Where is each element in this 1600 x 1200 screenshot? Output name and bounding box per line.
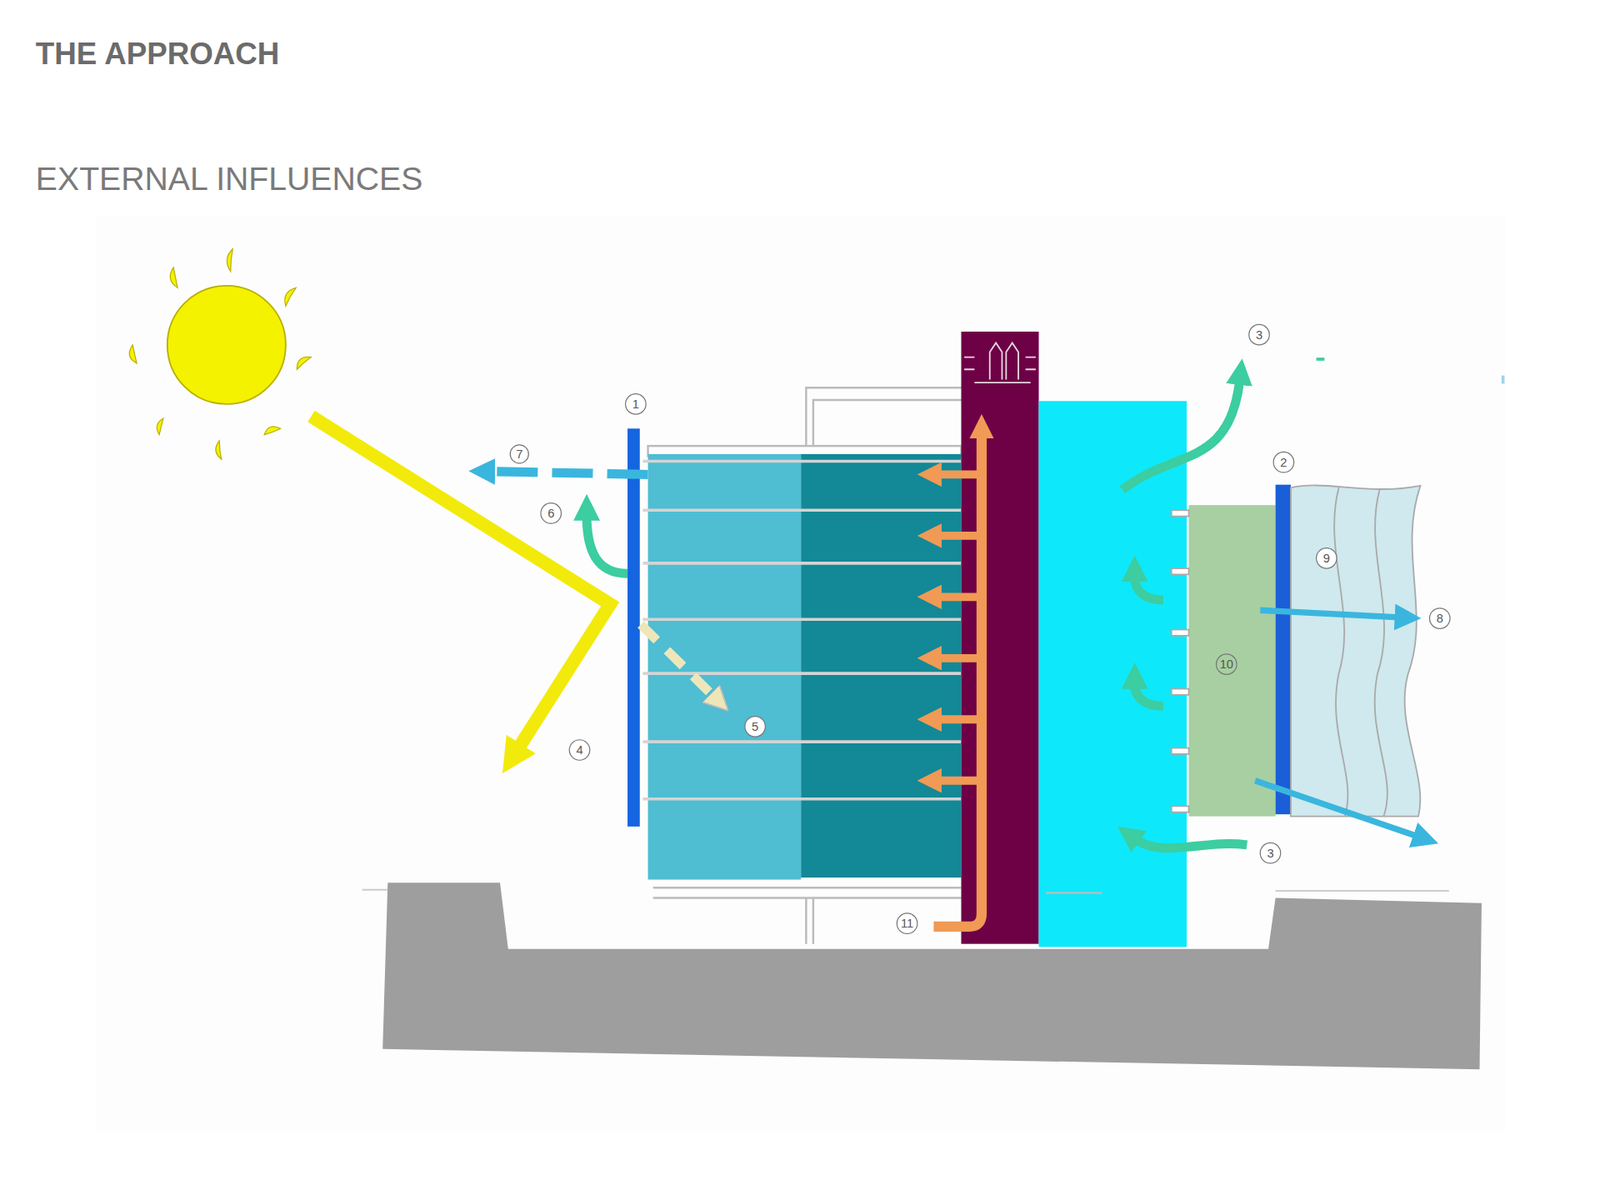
glass-screen (1275, 485, 1291, 815)
balcony-ledge (1171, 510, 1190, 812)
building-zone (800, 454, 961, 878)
callout-number: 4 (567, 740, 592, 760)
sun-symbol (129, 249, 311, 460)
floor-slab (642, 460, 961, 799)
callout-number: 11 (895, 914, 920, 933)
callout-number: 10 (1214, 655, 1239, 674)
air-arrow (1122, 380, 1247, 849)
ground-section (382, 882, 1482, 1070)
sketch-mark (1316, 357, 1325, 361)
view-arrow (1255, 610, 1419, 837)
callout-number: 5 (742, 717, 767, 736)
heat-arrow (490, 471, 649, 475)
air-arrow (586, 515, 628, 574)
callout-circle (510, 324, 1450, 934)
callout-number: 1 (623, 395, 648, 414)
page-title: THE APPROACH (35, 36, 280, 72)
paper-ground (96, 216, 1505, 1134)
planted-zone (1189, 505, 1276, 816)
callout-number: 3 (1258, 844, 1283, 863)
callout-number: 9 (1314, 549, 1339, 568)
atrium (1039, 400, 1188, 947)
light-arrow (640, 624, 715, 697)
sketch-mark (1501, 375, 1505, 385)
building-outline (648, 387, 965, 944)
solar-chimney (960, 331, 1039, 945)
callout-number: 2 (1271, 453, 1296, 472)
stack-air-arrow (933, 433, 982, 926)
ground-line (362, 890, 1450, 891)
sun-ray-arrow (310, 416, 610, 750)
chimney-cap (964, 342, 1036, 383)
callout-number: 6 (539, 504, 564, 523)
callout-number: 8 (1427, 609, 1452, 628)
wave-screen (1290, 485, 1421, 816)
building-zone (648, 454, 802, 880)
callout-number: 7 (507, 445, 532, 464)
atrium-line (1045, 891, 1102, 894)
section-heading: EXTERNAL INFLUENCES (35, 160, 424, 198)
callout-number: 3 (1246, 325, 1271, 345)
